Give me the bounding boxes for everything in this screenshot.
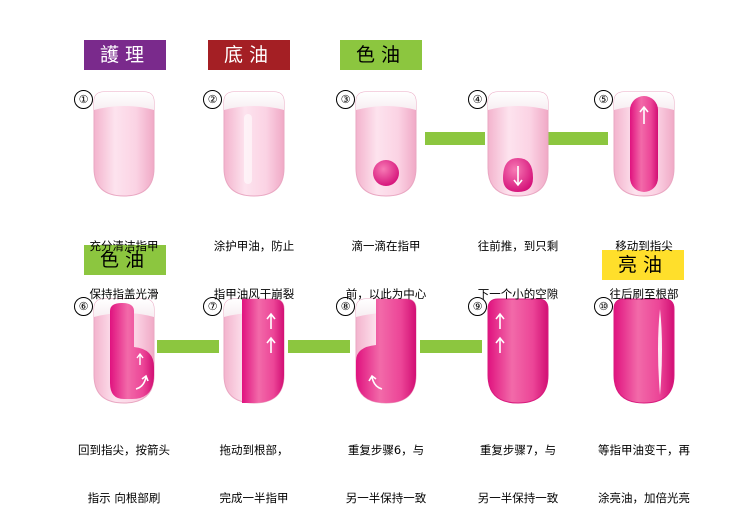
caption-line: 另一半保持一致 bbox=[477, 491, 559, 505]
step-caption: 重复步骤6，与 另一半保持一致 bbox=[326, 410, 446, 522]
step-caption: 充分清洁指甲 保持指盖光滑 bbox=[64, 206, 184, 318]
caption-line: 另一半保持一致 bbox=[345, 491, 427, 505]
caption-line: 往前推，到只剩 bbox=[477, 239, 559, 253]
caption-line: 前，以此为中心 bbox=[345, 287, 427, 301]
step-number: ⑧ bbox=[336, 297, 355, 316]
step-caption: 往前推，到只剩 下一个小的空隙 bbox=[458, 206, 578, 318]
nail-step-1-clean bbox=[93, 91, 155, 197]
step-caption: 滴一滴在指甲 前，以此为中心 bbox=[326, 206, 446, 318]
connector-bar bbox=[420, 340, 482, 353]
caption-line: 充分清洁指甲 bbox=[89, 239, 159, 253]
caption-line: 涂护甲油，防止 bbox=[213, 239, 295, 253]
nail-step-5-tip bbox=[613, 91, 675, 197]
step-number: ③ bbox=[336, 90, 355, 109]
nail-step-8-repeat bbox=[355, 298, 417, 404]
nail-step-10-topcoat bbox=[613, 298, 675, 404]
base-coat-label: 底油 bbox=[208, 40, 290, 70]
step-caption: 涂护甲油，防止 指甲油风干崩裂 bbox=[194, 206, 314, 318]
caption-line: 下一个小的空隙 bbox=[477, 287, 559, 301]
step-number: ⑤ bbox=[594, 90, 613, 109]
care-label: 護理 bbox=[84, 40, 166, 70]
step-caption: 等指甲油变干，再 涂亮油，加倍光亮 bbox=[584, 410, 704, 522]
nail-step-9-repeat bbox=[487, 298, 549, 404]
caption-line: 重复步骤7，与 bbox=[479, 443, 557, 457]
caption-line: 往后刷至根部 bbox=[609, 287, 679, 301]
caption-line: 等指甲油变干，再 bbox=[598, 443, 690, 457]
step-number: ⑥ bbox=[74, 297, 93, 316]
connector-bar bbox=[288, 340, 350, 353]
connector-bar bbox=[157, 340, 219, 353]
connector-bar bbox=[548, 132, 608, 145]
step-number: ⑩ bbox=[594, 297, 613, 316]
color-coat-label-bottom: 色油 bbox=[84, 245, 166, 275]
caption-line: 涂亮油，加倍光亮 bbox=[598, 491, 690, 505]
step-caption: 拖动到根部， 完成一半指甲 bbox=[194, 410, 314, 522]
step-number: ② bbox=[203, 90, 222, 109]
nail-step-6-half-start bbox=[93, 298, 155, 404]
nail-step-4-push bbox=[487, 91, 549, 197]
caption-line: 拖动到根部， bbox=[219, 443, 289, 457]
step-caption: 重复步骤7，与 另一半保持一致 bbox=[458, 410, 578, 522]
step-number: ① bbox=[74, 90, 93, 109]
caption-line: 移动到指尖 bbox=[615, 239, 673, 253]
top-coat-label: 亮油 bbox=[602, 250, 684, 280]
nail-step-2-base bbox=[223, 91, 285, 197]
nail-step-3-drop bbox=[355, 91, 417, 197]
caption-line: 回到指尖，按箭头 bbox=[78, 443, 170, 457]
caption-line: 指示 向根部刷 bbox=[87, 491, 161, 505]
step-number: ⑨ bbox=[468, 297, 487, 316]
step-caption: 移动到指尖 往后刷至根部 bbox=[584, 206, 704, 318]
nail-step-7-half-done bbox=[223, 298, 285, 404]
caption-line: 指甲油风干崩裂 bbox=[213, 287, 295, 301]
step-caption: 回到指尖，按箭头 指示 向根部刷 bbox=[64, 410, 184, 522]
caption-line: 保持指盖光滑 bbox=[89, 287, 159, 301]
step-number: ④ bbox=[468, 90, 487, 109]
caption-line: 完成一半指甲 bbox=[219, 491, 289, 505]
color-coat-label-top: 色油 bbox=[340, 40, 422, 70]
connector-bar bbox=[425, 132, 485, 145]
step-number: ⑦ bbox=[203, 297, 222, 316]
caption-line: 重复步骤6，与 bbox=[347, 443, 425, 457]
caption-line: 滴一滴在指甲 bbox=[351, 239, 421, 253]
